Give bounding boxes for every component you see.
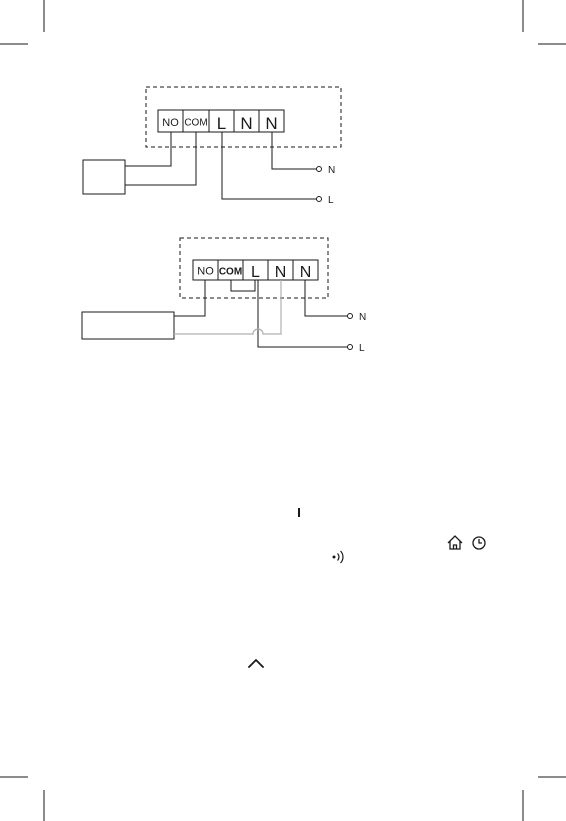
wire-grey-neutral-2 (174, 280, 281, 334)
wire-label-n-2: N (359, 312, 366, 323)
wire-label-n-1: N (328, 165, 335, 176)
wiring-diagram-2 (82, 238, 353, 350)
load-box-1 (83, 160, 125, 194)
wire-label-l-1: L (328, 195, 334, 206)
terminal-n-1b: N (265, 114, 277, 133)
wire-l-1 (222, 132, 316, 199)
terminal-com-1: COM (184, 118, 207, 129)
wiring-diagram-1 (83, 87, 341, 202)
terminal-n-2a: N (275, 264, 287, 281)
terminal-l-2: L (251, 264, 260, 281)
wire-n-1 (272, 132, 316, 169)
load-box-2 (82, 312, 174, 339)
terminal-labels-2: NO COM L N N N L (197, 264, 366, 354)
wire-no-1 (125, 132, 171, 166)
terminal-labels-1: NO COM L N N N L (162, 114, 335, 206)
wire-com-1 (125, 132, 196, 185)
wire-end-l-2 (348, 345, 353, 350)
jumper-com-l (231, 280, 255, 291)
terminal-n-1a: N (240, 114, 252, 133)
wire-label-l-2: L (359, 343, 365, 354)
terminal-com-2: COM (219, 267, 242, 278)
clock-icon (473, 537, 485, 549)
terminal-l-1: L (217, 114, 226, 133)
terminal-no-2: NO (197, 266, 214, 278)
wire-l-2 (258, 280, 347, 347)
signal-icon (333, 551, 343, 563)
home-icon (448, 536, 462, 549)
chevron-up-icon (249, 660, 263, 667)
wire-end-n-2 (348, 314, 353, 319)
terminal-n-2b: N (300, 264, 312, 281)
wire-end-n-1 (317, 167, 322, 172)
terminal-no-1: NO (162, 117, 179, 129)
wire-end-l-1 (317, 197, 322, 202)
